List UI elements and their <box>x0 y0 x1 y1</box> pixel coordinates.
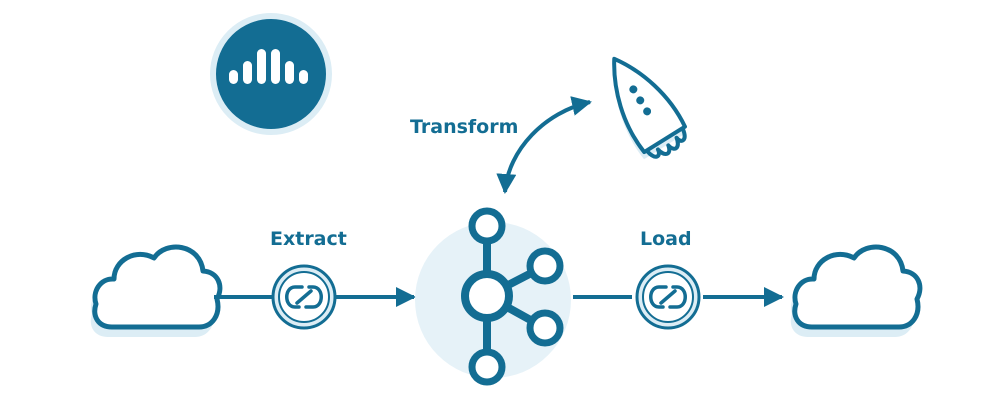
extract-connector-icon <box>271 264 337 330</box>
kafka-icon <box>415 207 571 386</box>
rocket-icon <box>612 56 687 160</box>
confluent-logo-icon <box>210 13 332 135</box>
transform-bidirectional-arrow <box>496 96 592 194</box>
load-label: Load <box>640 228 692 250</box>
destination-cloud-icon <box>790 244 923 337</box>
extract-label: Extract <box>270 228 347 250</box>
transform-label: Transform <box>410 116 519 138</box>
source-cloud-icon <box>90 244 223 337</box>
load-connector-icon <box>635 264 701 330</box>
